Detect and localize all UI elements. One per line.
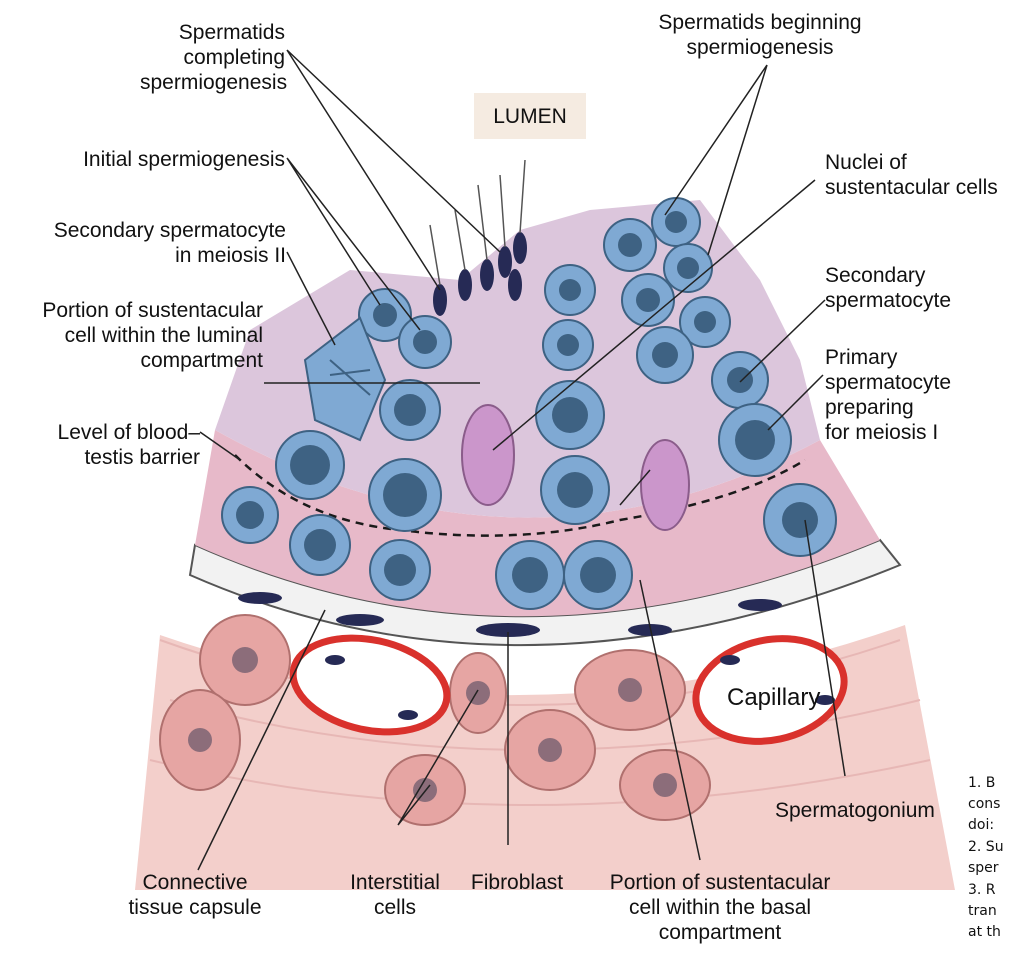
label-secondary-spermatocyte: Secondary spermatocyte (825, 263, 951, 313)
germ-cell (564, 541, 632, 609)
label-capillary: Capillary (727, 685, 820, 710)
label-fibroblast: Fibroblast (462, 870, 572, 895)
germ-cell (536, 381, 604, 449)
germ-cell (712, 352, 768, 408)
label-interstitial-cells: Interstitial cells (330, 870, 460, 920)
germ-cell (399, 316, 451, 368)
label-spermatogonium: Spermatogonium (775, 798, 935, 823)
label-nuclei-sustentacular: Nuclei of sustentacular cells (825, 150, 998, 200)
germ-cell (543, 320, 593, 370)
spermatid-head (458, 269, 472, 301)
reference-fragment: doi: (968, 815, 994, 836)
germ-cell (652, 198, 700, 246)
germ-cell (545, 265, 595, 315)
germ-cell (622, 274, 674, 326)
label-blood-testis-barrier: Level of blood– testis barrier (10, 420, 200, 470)
reference-fragment: tran (968, 901, 997, 922)
spermatid-head (480, 259, 494, 291)
germ-cell (719, 404, 791, 476)
germ-cell (369, 459, 441, 531)
germ-cell (222, 487, 278, 543)
germ-cell (604, 219, 656, 271)
reference-fragment: cons (968, 794, 1000, 815)
label-portion-luminal: Portion of sustentacular cell within the… (5, 298, 263, 373)
spermatid-head (508, 269, 522, 301)
label-initial-spermiogenesis: Initial spermiogenesis (40, 147, 285, 172)
germ-cell (637, 327, 693, 383)
label-secondary-spermatocyte-meiosis: Secondary spermatocyte in meiosis II (20, 218, 286, 268)
label-portion-basal: Portion of sustentacular cell within the… (585, 870, 855, 945)
spermatogonium-cell (764, 484, 836, 556)
germ-cell (370, 540, 430, 600)
reference-fragment: sper (968, 858, 999, 879)
label-connective-tissue: Connective tissue capsule (110, 870, 280, 920)
label-spermatids-completing: Spermatids completing spermiogenesis (140, 20, 285, 95)
lumen-label: LUMEN (474, 104, 586, 129)
sustentacular-nucleus (641, 440, 689, 530)
spermatid-head (498, 246, 512, 278)
germ-cell (664, 244, 712, 292)
label-primary-spermatocyte: Primary spermatocyte preparing for meios… (825, 345, 951, 445)
sustentacular-nucleus (462, 405, 514, 505)
germ-cell (290, 515, 350, 575)
reference-fragment: 1. B (968, 773, 995, 794)
reference-fragment: 2. Su (968, 837, 1004, 858)
reference-fragment: at th (968, 922, 1001, 943)
germ-cell (380, 380, 440, 440)
reference-fragment: 3. R (968, 880, 996, 901)
spermatid-head (513, 232, 527, 264)
germ-cell (541, 456, 609, 524)
label-spermatids-beginning: Spermatids beginning spermiogenesis (630, 10, 890, 60)
germ-cell (496, 541, 564, 609)
germ-cell (276, 431, 344, 499)
